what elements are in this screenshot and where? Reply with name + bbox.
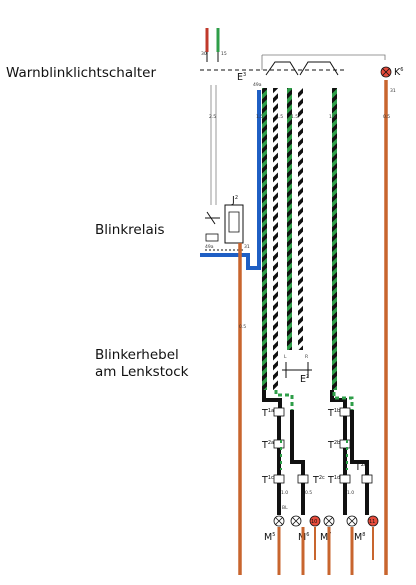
bulb-left-red: 10	[309, 515, 321, 527]
hazard-switch-contact-1	[265, 61, 299, 76]
wire-blue-49a	[200, 90, 261, 270]
svg-text:31: 31	[390, 88, 396, 94]
svg-text:R: R	[305, 354, 308, 360]
svg-text:1.5: 1.5	[276, 114, 283, 120]
terminal-30-label: 30	[201, 51, 207, 57]
component-e2: E2	[300, 374, 309, 385]
flasher-relay-box	[224, 204, 244, 244]
svg-text:T1b: T1b	[327, 408, 340, 419]
svg-text:2.5: 2.5	[209, 114, 216, 120]
svg-text:1.5: 1.5	[256, 114, 263, 120]
wire-green-black-1	[262, 88, 267, 390]
svg-text:T2c: T2c	[312, 475, 325, 486]
branch-left-upper	[262, 390, 282, 410]
svg-text:0.5: 0.5	[305, 490, 312, 496]
bulb-m6: M6	[290, 515, 309, 543]
svg-text:49a: 49a	[205, 244, 214, 250]
svg-text:10: 10	[311, 519, 317, 525]
svg-text:T2a: T2a	[261, 440, 274, 451]
svg-text:49a: 49a	[253, 82, 262, 88]
component-e3: E3	[237, 72, 246, 83]
svg-text:T2b: T2b	[327, 440, 340, 451]
svg-text:0.5: 0.5	[239, 324, 246, 330]
wire-white-black-1	[273, 88, 278, 390]
component-k: K6	[394, 67, 403, 78]
svg-text:0.5: 0.5	[383, 114, 390, 120]
label-blinkerhebel: Blinkerhebel	[95, 347, 179, 363]
svg-text:T1a: T1a	[261, 408, 274, 419]
svg-text:1.0: 1.0	[281, 490, 288, 496]
svg-text:T2d: T2d	[354, 462, 367, 473]
svg-text:BL: BL	[282, 505, 288, 511]
svg-text:11: 11	[369, 519, 375, 525]
component-j2: J2	[231, 195, 238, 206]
svg-text:M5: M5	[264, 532, 275, 543]
svg-text:L: L	[284, 354, 287, 360]
label-warnblinklichtschalter: Warnblinklichtschalter	[6, 65, 156, 81]
svg-text:M8: M8	[354, 532, 365, 543]
connector-t8: T2d	[354, 462, 373, 484]
bulb-m7: M7	[320, 515, 335, 543]
hazard-switch-contact-2	[299, 61, 339, 76]
svg-text:1.5: 1.5	[291, 114, 298, 120]
label-blinkrelais: Blinkrelais	[95, 222, 165, 238]
bulb-right-red: 11	[367, 515, 379, 527]
wire-green-black-2	[287, 88, 292, 350]
wire-white-black-2	[298, 88, 303, 350]
bulb-m8: M8	[346, 515, 365, 543]
wire-green-black-3	[332, 88, 337, 390]
svg-text:1.0: 1.0	[347, 490, 354, 496]
terminal-15-label: 15	[221, 51, 227, 57]
label-am-lenkstock: am Lenkstock	[95, 364, 189, 380]
svg-text:1.5: 1.5	[329, 114, 336, 120]
branch-right-upper	[330, 390, 347, 410]
svg-text:T1d: T1d	[327, 475, 340, 486]
svg-text:T1c: T1c	[261, 475, 274, 486]
bulb-m5: M5	[264, 515, 285, 543]
svg-text:31: 31	[244, 244, 250, 250]
